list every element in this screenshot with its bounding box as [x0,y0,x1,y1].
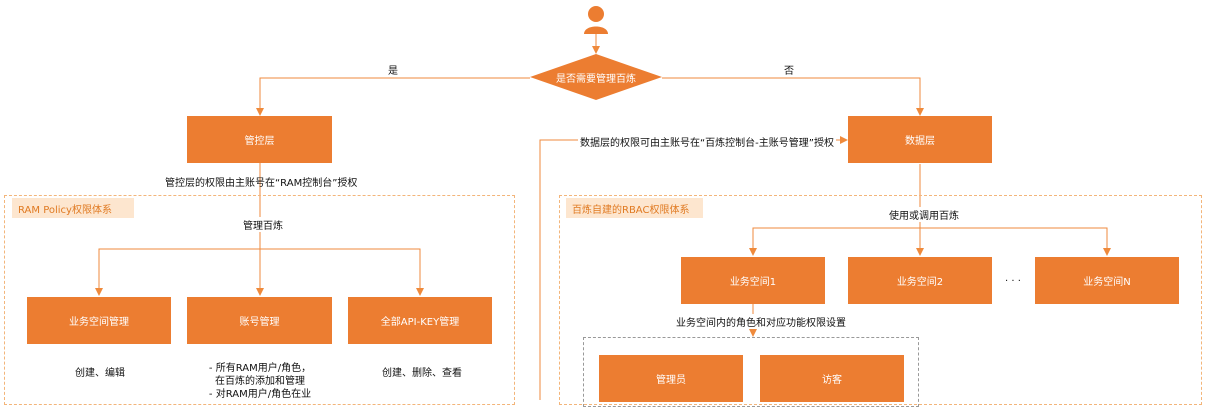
control-auth-note: 管控层的权限由主账号在“RAM控制台”授权 [165,178,358,189]
workspace-n-box: 业务空间N [1035,257,1179,304]
account-manage-desc-1: - 所有RAM用户/角色， [208,363,312,374]
account-manage-desc-2: 在百炼的添加和管理 [215,376,305,387]
data-layer-box: 数据层 [848,116,992,163]
workspace-manage-box: 业务空间管理 [27,297,171,344]
apikey-manage-box: 全部API-KEY管理 [348,297,492,344]
manage-label: 管理百炼 [241,217,285,232]
admin-role-box: 管理员 [599,355,743,402]
data-auth-note: 数据层的权限可由主账号在“百炼控制台-主账号管理”授权 [578,134,836,149]
rbac-title: 百炼自建的RBAC权限体系 [566,198,703,218]
workspace-ellipsis: · · · [1005,276,1021,287]
apikey-manage-desc: 创建、删除、查看 [382,368,462,379]
account-manage-box: 账号管理 [187,297,332,344]
role-note: 业务空间内的角色和对应功能权限设置 [674,314,848,329]
ram-policy-title: RAM Policy权限体系 [12,198,134,218]
yes-label: 是 [388,66,398,77]
decision-diamond: 是否需要管理百炼 [530,54,662,100]
no-label: 否 [784,66,794,77]
guest-role-box: 访客 [760,355,904,402]
workspace-manage-desc: 创建、编辑 [75,368,125,379]
user-icon [582,4,610,34]
use-label: 使用或调用百炼 [887,207,961,222]
workspace-1-box: 业务空间1 [681,257,825,304]
control-layer-box: 管控层 [187,116,332,163]
workspace-2-box: 业务空间2 [848,257,992,304]
account-manage-desc-3: - 对RAM用户/角色在业 [208,389,312,400]
decision-label: 是否需要管理百炼 [556,74,636,85]
